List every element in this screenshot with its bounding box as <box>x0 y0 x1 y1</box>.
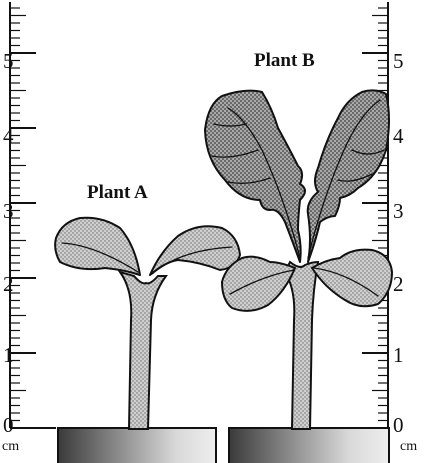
right-tick-label-4: 4 <box>393 124 404 148</box>
right-tick-label-2: 2 <box>393 272 404 296</box>
left-tick-label-1: 1 <box>3 343 14 367</box>
right-tick-label-5: 5 <box>393 49 404 73</box>
plant-a-label: Plant A <box>87 182 148 203</box>
left-ruler-ticks <box>10 8 36 428</box>
left-tick-label-0: 0 <box>3 413 14 437</box>
pots <box>58 428 389 463</box>
plant-b-right-cotyledon <box>312 250 392 307</box>
left-unit-label: cm <box>2 439 19 454</box>
plant-b-label: Plant B <box>254 50 315 71</box>
plant-a-pot <box>58 428 216 463</box>
left-tick-label-5: 5 <box>3 49 14 73</box>
plant-a-left-cotyledon <box>55 218 140 275</box>
right-unit-label: cm <box>400 439 417 454</box>
right-tick-label-1: 1 <box>393 343 404 367</box>
plant-b-right-true-leaf <box>308 90 389 262</box>
plant-a-right-cotyledon <box>150 226 240 275</box>
left-tick-label-3: 3 <box>3 199 14 223</box>
left-tick-label-2: 2 <box>3 272 14 296</box>
plant-a-stem <box>120 272 166 429</box>
plant-b-stem <box>285 262 318 429</box>
right-ruler: 0 1 2 3 4 5 cm <box>362 2 417 454</box>
plant-a: Plant A <box>55 182 240 429</box>
plant-b-left-cotyledon <box>222 257 295 311</box>
left-tick-label-4: 4 <box>3 124 14 148</box>
right-tick-label-0: 0 <box>393 413 404 437</box>
right-ruler-ticks <box>362 8 388 428</box>
left-ruler: 0 1 2 3 4 5 cm <box>2 2 56 454</box>
right-tick-label-3: 3 <box>393 199 404 223</box>
plant-b-pot <box>229 428 389 463</box>
